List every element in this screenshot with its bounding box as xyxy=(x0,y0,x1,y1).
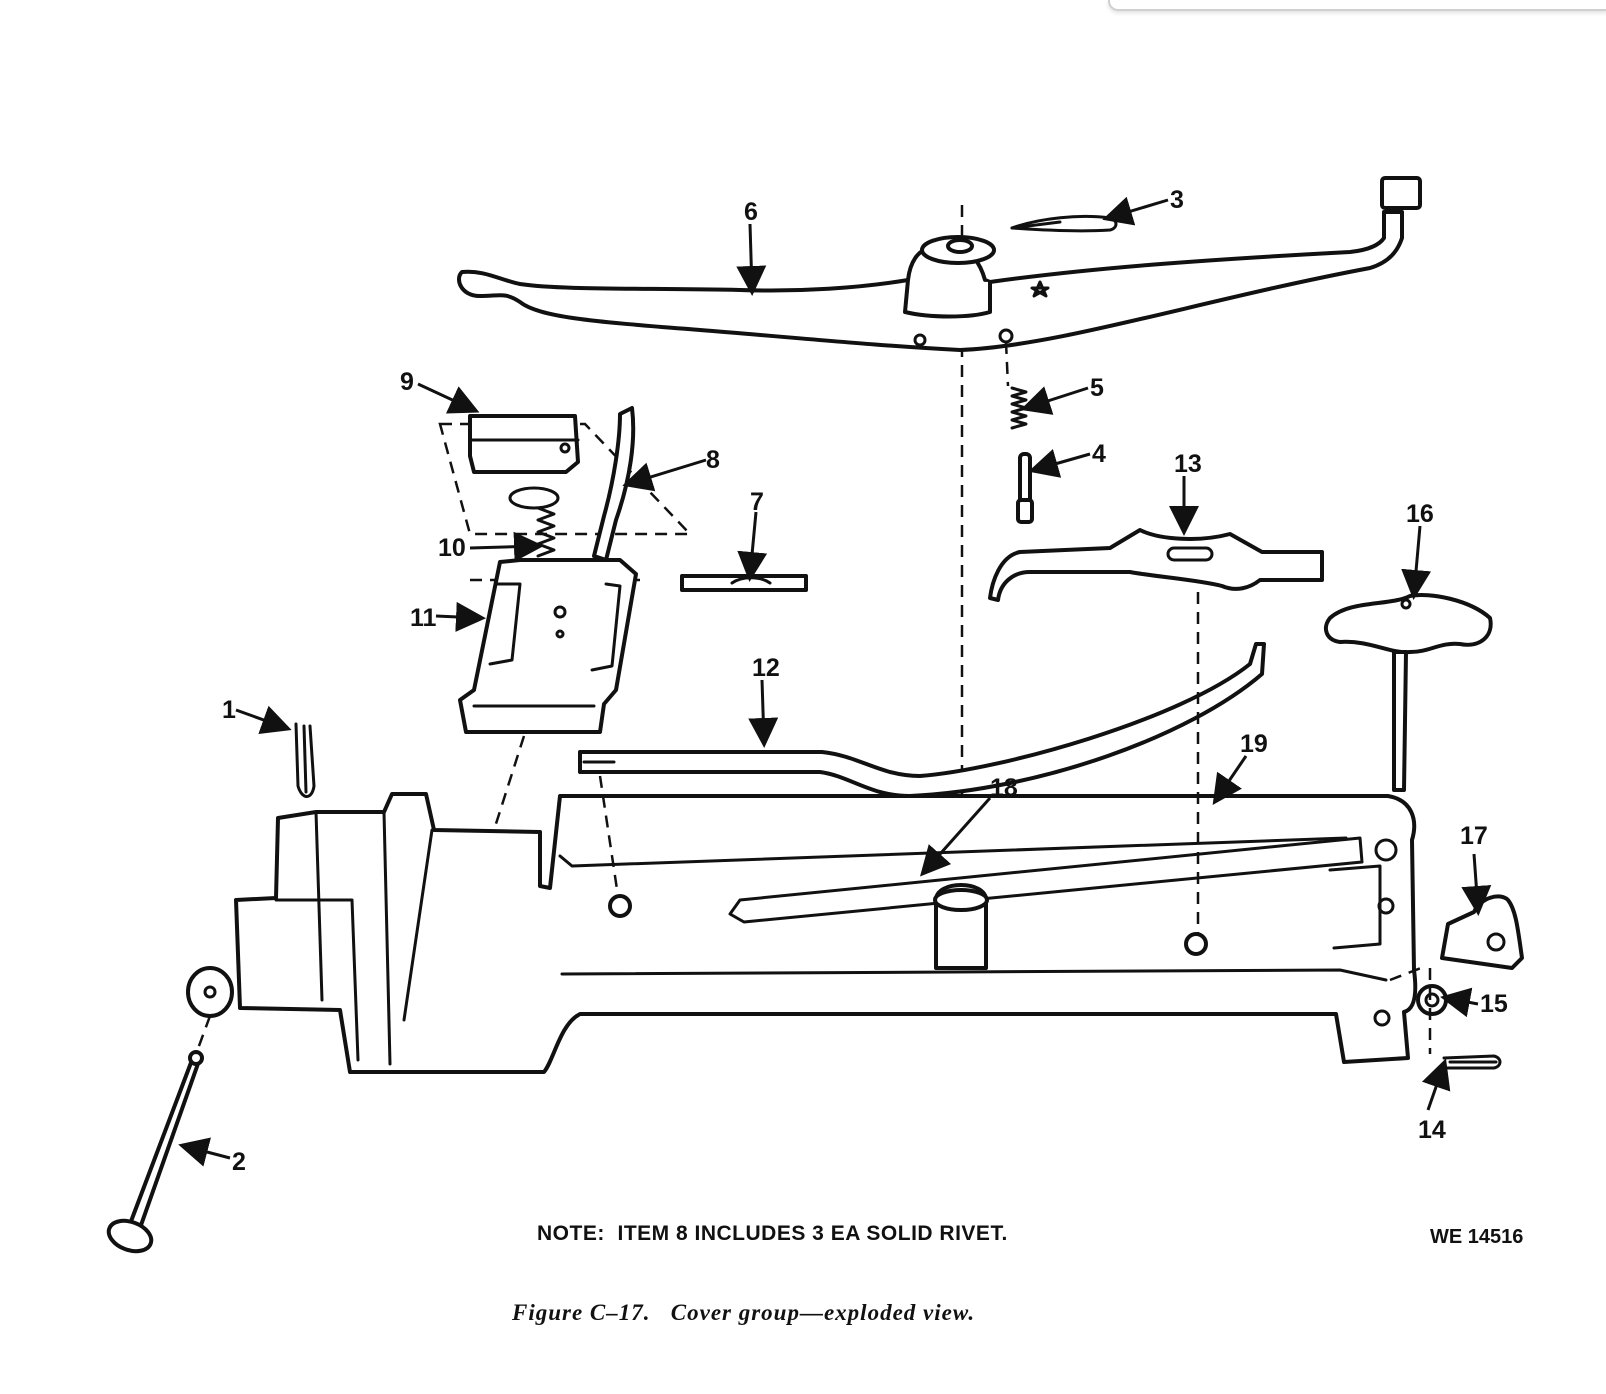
callout-labels: 1 2 3 4 5 6 7 8 9 10 11 12 13 14 15 16 1… xyxy=(222,186,1508,1176)
callout-6: 6 xyxy=(744,198,758,226)
callout-8: 8 xyxy=(706,446,720,474)
part-9-block xyxy=(438,414,693,536)
part-4-plunger xyxy=(1016,452,1034,524)
assembly-guides xyxy=(194,341,1432,1055)
callout-14: 14 xyxy=(1418,1116,1446,1144)
part-5-spring xyxy=(1010,386,1028,430)
callout-9: 9 xyxy=(400,368,414,396)
part-17-bracket xyxy=(1440,894,1524,970)
callout-1: 1 xyxy=(222,696,236,724)
part-1-cotter-pin xyxy=(294,722,316,798)
callout-4: 4 xyxy=(1092,440,1106,468)
callout-16: 16 xyxy=(1406,500,1434,528)
callout-leaders xyxy=(178,196,1492,1167)
part-13-lever xyxy=(988,528,1324,602)
callout-13: 13 xyxy=(1174,450,1202,478)
part-3-cotter-pin xyxy=(1010,214,1118,233)
figure-caption: Figure C–17. Cover group—exploded view. xyxy=(512,1300,976,1325)
part-7-slide xyxy=(680,574,808,592)
callout-3: 3 xyxy=(1170,186,1184,214)
part-11-carrier xyxy=(458,558,640,734)
part-8-strip xyxy=(592,406,636,562)
figure-note: NOTE: ITEM 8 INCLUDES 3 EA SOLID RIVET. xyxy=(537,1222,1008,1245)
part-2-hinge-pin xyxy=(106,1050,204,1254)
callout-7: 7 xyxy=(750,488,764,516)
callout-19: 19 xyxy=(1240,730,1268,758)
part-6-cover-arm xyxy=(457,176,1422,352)
callout-18: 18 xyxy=(990,774,1018,802)
page-edge-shadow xyxy=(1108,0,1606,11)
part-15-washer xyxy=(1416,984,1448,1016)
callout-11: 11 xyxy=(410,604,437,632)
callout-5: 5 xyxy=(1090,374,1104,402)
part-14-cotter-pin xyxy=(1442,1054,1502,1070)
callout-12: 12 xyxy=(752,654,780,682)
part-19-housing xyxy=(186,792,1418,1074)
callout-2: 2 xyxy=(232,1148,246,1176)
callout-10: 10 xyxy=(438,534,466,562)
callout-15: 15 xyxy=(1480,990,1508,1018)
callout-17: 17 xyxy=(1460,822,1488,850)
part-12-bar xyxy=(578,642,1266,798)
part-16-t-handle xyxy=(1323,593,1493,792)
figure-code: WE 14516 xyxy=(1430,1226,1524,1248)
